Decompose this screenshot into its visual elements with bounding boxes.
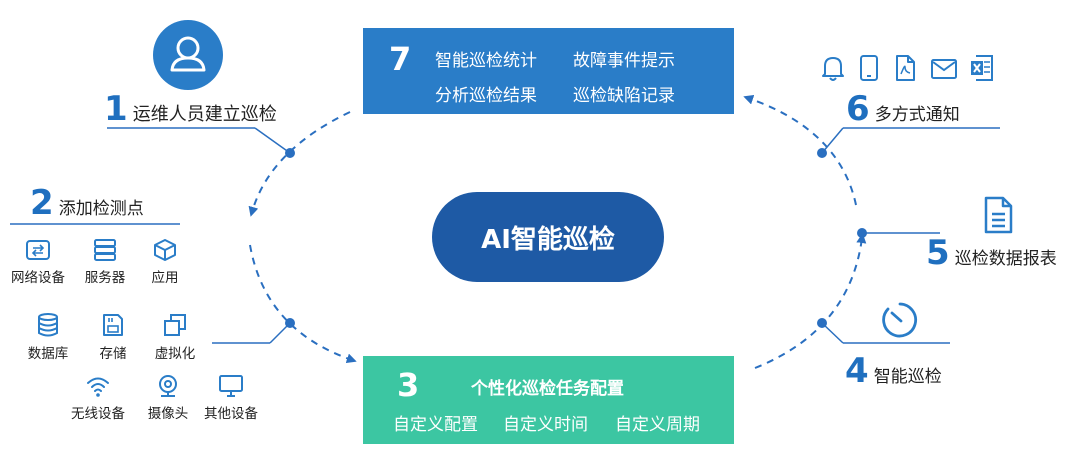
server-icon bbox=[94, 239, 116, 261]
pdf-icon bbox=[896, 55, 915, 81]
box3-item: 自定义周期 bbox=[615, 415, 700, 435]
arc-2-to-3 bbox=[249, 244, 357, 364]
excel-icon bbox=[971, 55, 993, 81]
monitor-icon bbox=[219, 375, 243, 397]
device-network: 网络设备 bbox=[3, 238, 73, 286]
device-label: 摄像头 bbox=[147, 406, 189, 422]
device-camera: 摄像头 bbox=[133, 374, 203, 422]
device-label: 数据库 bbox=[27, 346, 69, 362]
switch-icon bbox=[26, 240, 50, 260]
step5-dot bbox=[857, 228, 867, 238]
device-application: 应用 bbox=[130, 238, 200, 286]
device-label: 服务器 bbox=[84, 270, 126, 286]
wifi-icon bbox=[87, 377, 109, 397]
box7-number: 7 bbox=[389, 40, 412, 78]
step5-label: 巡检数据报表 bbox=[954, 249, 1057, 269]
device-label: 无线设备 bbox=[71, 406, 125, 422]
step1-label: 运维人员建立巡检 bbox=[132, 104, 277, 125]
step6-number: 6 bbox=[846, 89, 870, 129]
box3-item: 自定义配置 bbox=[393, 415, 478, 435]
box3-number: 3 bbox=[397, 366, 420, 404]
device-wireless: 无线设备 bbox=[63, 374, 133, 422]
device-other: 其他设备 bbox=[196, 374, 266, 422]
step5: 5 巡检数据报表 bbox=[926, 236, 1057, 270]
device-label: 其他设备 bbox=[204, 406, 258, 422]
layers-icon bbox=[164, 314, 186, 336]
bell-icon bbox=[822, 57, 844, 81]
step2-dot bbox=[285, 318, 295, 328]
step2-number: 2 bbox=[30, 183, 54, 223]
step1-dot bbox=[285, 148, 295, 158]
timer-icon bbox=[882, 302, 917, 338]
step2: 2 添加检测点 bbox=[30, 186, 144, 220]
box7-item: 分析巡检结果 bbox=[435, 86, 537, 106]
step4: 4 智能巡检 bbox=[845, 354, 942, 388]
ai-inspection-center: AI智能巡检 bbox=[432, 192, 664, 282]
mail-icon bbox=[931, 59, 957, 79]
box-7-statistics: 7 智能巡检统计 故障事件提示 分析巡检结果 巡检缺陷记录 bbox=[363, 28, 734, 114]
camera-icon bbox=[159, 375, 177, 397]
step6-label: 多方式通知 bbox=[874, 105, 960, 125]
step6-connector bbox=[821, 127, 844, 154]
arc-5-to-7 bbox=[743, 94, 857, 206]
box7-item: 故障事件提示 bbox=[573, 51, 675, 71]
document-icon bbox=[984, 196, 1013, 234]
arc-7-to-2 bbox=[248, 111, 351, 217]
step1-connector bbox=[254, 127, 291, 154]
mobile-icon bbox=[860, 55, 878, 81]
box3-title: 个性化巡检任务配置 bbox=[471, 379, 624, 399]
device-label: 网络设备 bbox=[11, 270, 65, 286]
box7-item: 智能巡检统计 bbox=[435, 51, 537, 71]
device-database: 数据库 bbox=[13, 312, 83, 362]
step6-dot bbox=[817, 148, 827, 158]
step4-dot bbox=[817, 318, 827, 328]
step4-label: 智能巡检 bbox=[873, 367, 942, 387]
box3-item: 自定义时间 bbox=[503, 415, 588, 435]
device-label: 虚拟化 bbox=[154, 346, 196, 362]
box-3-task-config: 3 个性化巡检任务配置 自定义配置 自定义时间 自定义周期 bbox=[363, 356, 734, 444]
step1: 1 运维人员建立巡检 bbox=[104, 92, 277, 126]
device-label: 应用 bbox=[151, 270, 179, 286]
box7-item: 巡检缺陷记录 bbox=[573, 86, 675, 106]
device-virtualization: 虚拟化 bbox=[140, 312, 210, 362]
user-icon bbox=[153, 20, 223, 90]
device-storage: 存储 bbox=[78, 312, 148, 362]
arc-3-to-5 bbox=[754, 233, 867, 369]
step6: 6 多方式通知 bbox=[846, 92, 960, 126]
storage-icon bbox=[103, 314, 123, 336]
step4-number: 4 bbox=[845, 351, 869, 391]
step5-number: 5 bbox=[926, 233, 950, 273]
step1-number: 1 bbox=[104, 89, 128, 129]
database-icon bbox=[38, 313, 58, 337]
cube-icon bbox=[154, 239, 176, 261]
device-server: 服务器 bbox=[70, 238, 140, 286]
device-label: 存储 bbox=[99, 346, 127, 362]
step2-label: 添加检测点 bbox=[58, 199, 144, 219]
